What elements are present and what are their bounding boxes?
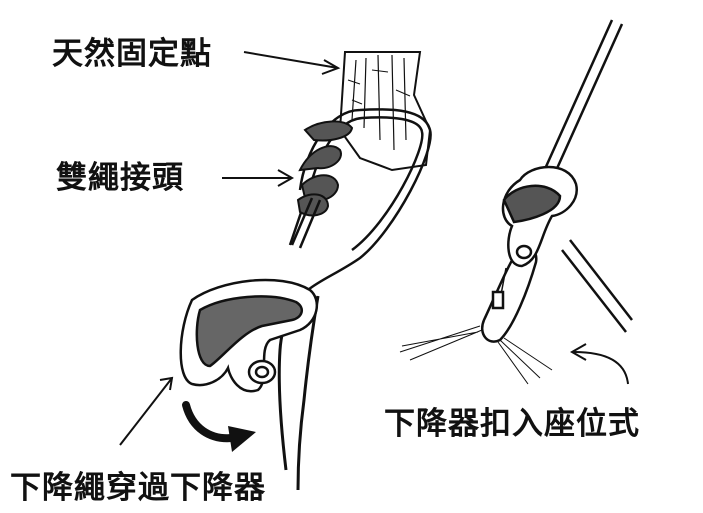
device-clipped-seat-label: 下降器扣入座位式 — [384, 398, 640, 443]
rope-through-device-label: 下降繩穿過下降器 — [10, 462, 266, 507]
natural-anchor-label: 天然固定點 — [52, 28, 212, 73]
anchor-label-arrow — [244, 52, 338, 74]
descender-pointer-arrow — [120, 378, 172, 445]
double-rope-knot-label: 雙繩接頭 — [56, 152, 184, 197]
rope-knot-icon — [298, 121, 352, 215]
seat-descender-icon — [503, 167, 577, 266]
rope-ends — [400, 326, 552, 384]
seat-label-arrow — [572, 344, 628, 384]
knot-label-arrow — [222, 170, 292, 186]
figure-eight-descender-icon — [181, 280, 317, 391]
rotation-arrow-icon — [186, 405, 256, 452]
